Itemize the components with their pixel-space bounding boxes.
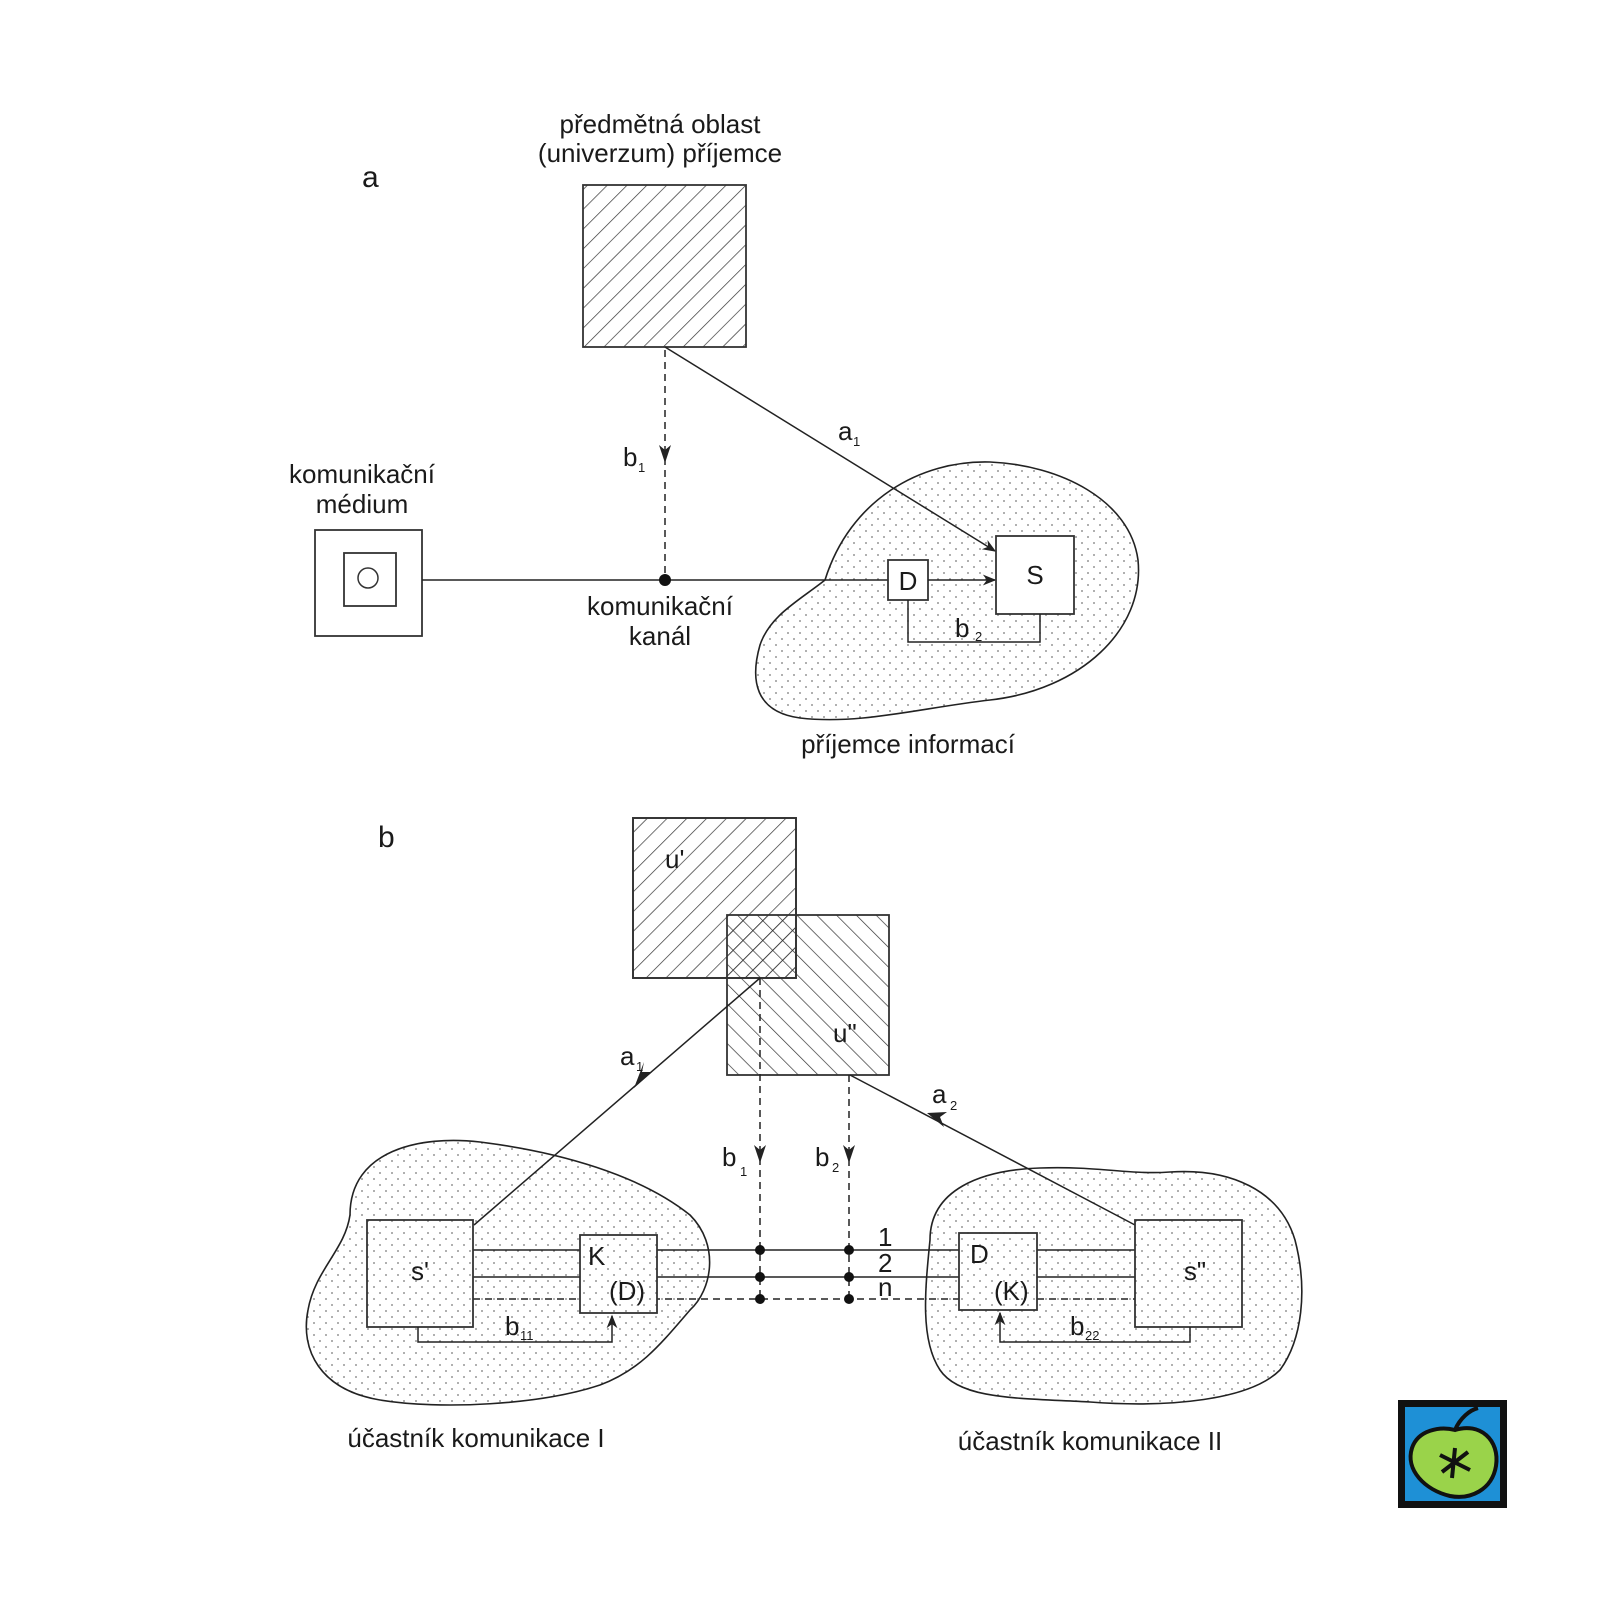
universe-label-line2: (univerzum) příjemce [538,138,782,168]
feedback-b2-sub: 2 [975,629,982,644]
arrow-b1-b-sub: 1 [740,1164,747,1179]
panel-a-label: a [362,161,379,194]
box-s1 [366,1219,474,1328]
arrow-a2-b [849,1074,1136,1226]
panel-b-label: b [378,821,395,854]
receiver-blob [754,461,1140,721]
node-b1-n [755,1294,765,1304]
arrow-b1-b-head [754,1145,766,1163]
arrow-b1-sub: 1 [638,460,645,475]
feedback-b11-label: b [505,1311,519,1341]
node-b1-2 [755,1272,765,1282]
receiver-label: příjemce informací [801,729,1016,759]
channel-label-line2: kanál [629,621,691,651]
box-s1-label: s' [411,1256,429,1286]
node-b2-n [844,1294,854,1304]
box-d-label: D [899,566,918,596]
arrow-b1-label: b [623,442,637,472]
arrow-a2-b-head [927,1112,947,1127]
universe-label-line1: předmětná oblast [560,109,762,139]
box-s-label: S [1026,560,1043,590]
universe-u2-label: u" [833,1018,857,1048]
box-k [579,1234,658,1314]
channel-node [659,574,671,586]
arrow-a2-b-sub: 2 [950,1098,957,1113]
arrow-a2-b-label: a [932,1079,947,1109]
node-b2-1 [844,1245,854,1255]
box-d2-label: D [970,1239,989,1269]
medium-label-line1: komunikační [289,459,436,489]
arrow-a1-label: a [838,416,853,446]
medium-label-line2: médium [316,489,408,519]
arrow-a1-b-label: a [620,1041,635,1071]
node-b2-2 [844,1272,854,1282]
arrow-a1-b-sub: 1 [636,1059,643,1074]
feedback-b22-label: b [1070,1311,1084,1341]
feedback-b11 [417,1314,618,1343]
arrow-a1-sub: 1 [853,434,860,449]
channel-label-line1: komunikační [587,591,734,621]
apple-logo [1398,1400,1507,1508]
medium-circle-icon [357,567,379,589]
feedback-b2-label: b [955,613,969,643]
feedback-b2 [907,600,1041,643]
box-k-sublabel: (D) [609,1276,645,1306]
arrow-b1-b-label: b [722,1142,736,1172]
arrow-a1-b [473,977,761,1226]
participant1-blob [305,1139,711,1406]
arrow-b2-b-label: b [815,1142,829,1172]
box-d2-sublabel: (K) [994,1276,1029,1306]
participant1-label: účastník komunikace I [347,1423,604,1453]
arrow-b2-b-sub: 2 [832,1160,839,1175]
channel-line-1-label: 1 [878,1222,892,1252]
box-d2 [958,1232,1038,1311]
arrow-a1-b-head [634,1062,652,1088]
universe-square [582,184,747,348]
participant2-label: účastník komunikace II [958,1426,1222,1456]
medium-inner-box [343,552,397,607]
box-s2-label: s" [1184,1256,1206,1286]
channel-line-n-label: n [878,1272,892,1302]
box-s [995,535,1075,615]
node-b1-1 [755,1245,765,1255]
box-s2 [1134,1219,1243,1328]
universe-u1-outline [632,817,797,979]
feedback-b22 [994,1311,1191,1343]
feedback-b11-sub: 11 [520,1328,534,1343]
arrow-a1 [664,346,997,552]
arrow-b2-b-head [843,1145,855,1163]
feedback-b22-sub: 22 [1085,1328,1099,1343]
arrow-b1-head [659,445,671,463]
universe-u1-label: u' [665,844,684,874]
box-k-label: K [588,1241,606,1271]
universe-overlap [727,915,796,978]
channel-line-2-label: 2 [878,1248,892,1278]
